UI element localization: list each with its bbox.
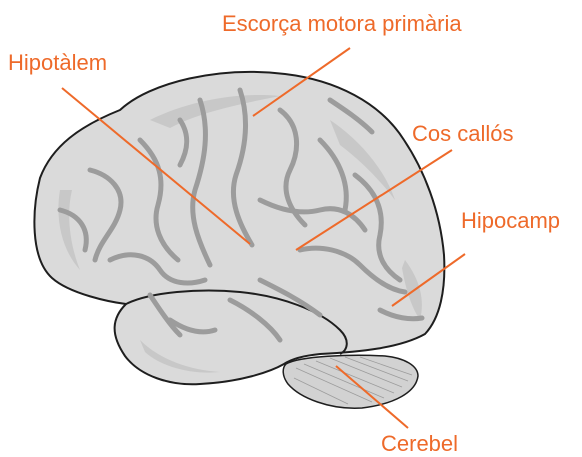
label-cerebellum: Cerebel bbox=[381, 431, 458, 457]
cerebellum-shape bbox=[283, 355, 418, 408]
label-hippocampus: Hipocamp bbox=[461, 208, 560, 234]
cerebellum bbox=[283, 355, 418, 408]
label-hypothalamus: Hipotàlem bbox=[8, 50, 107, 76]
label-primary-motor-cortex: Escorça motora primària bbox=[222, 11, 462, 37]
label-corpus-callosum: Cos callós bbox=[412, 121, 513, 147]
cerebrum bbox=[34, 72, 444, 384]
